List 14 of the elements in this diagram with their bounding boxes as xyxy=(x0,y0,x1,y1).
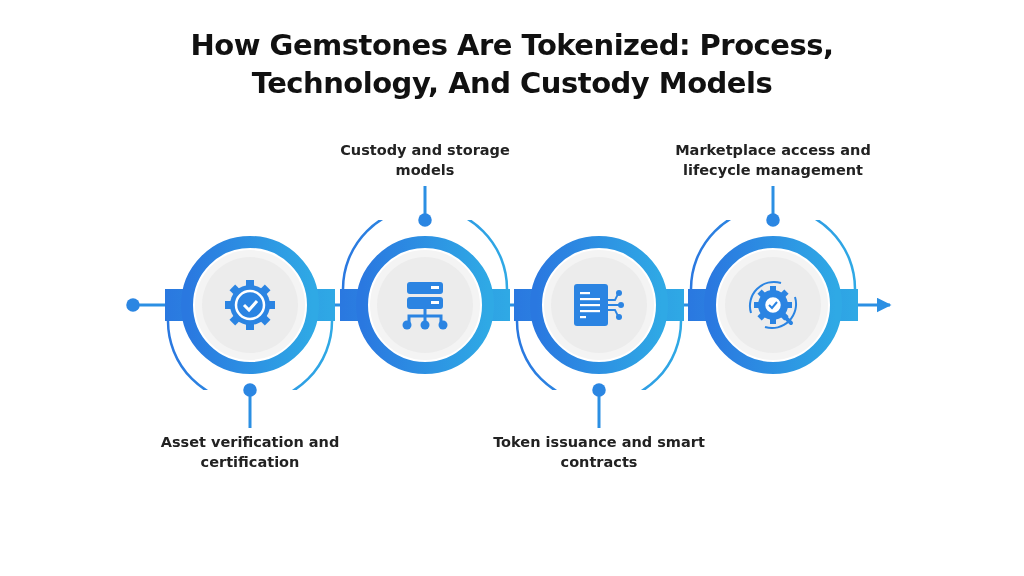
connector-line xyxy=(335,303,340,307)
leader-line xyxy=(766,186,780,227)
leader-line xyxy=(592,383,606,428)
step-label: Custody and storage models xyxy=(339,141,511,180)
step-label: Token issuance and smart contracts xyxy=(492,433,706,472)
step-label: Asset verification and certification xyxy=(159,433,341,472)
leader-line xyxy=(243,383,257,428)
connector-line xyxy=(684,303,688,307)
title: How Gemstones Are Tokenized: Process, Technology, And Custody Models xyxy=(189,27,835,102)
step-label: Marketplace access and lifecycle management xyxy=(674,141,872,180)
connector-line xyxy=(510,303,514,307)
arrow xyxy=(858,297,892,313)
connector-line xyxy=(126,298,165,312)
leader-line xyxy=(418,186,432,227)
